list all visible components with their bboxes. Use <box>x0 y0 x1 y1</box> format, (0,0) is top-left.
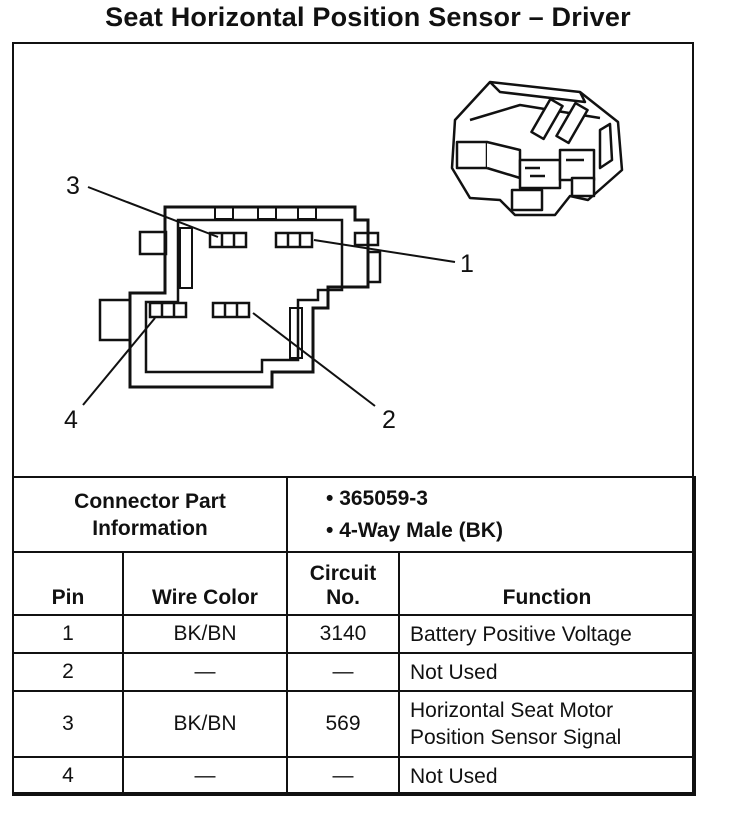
connector-part-label-line1: Connector Part <box>74 489 226 513</box>
table-row: 1 BK/BN 3140 Battery Positive Voltage <box>12 614 696 654</box>
header-function: Function <box>398 551 696 616</box>
function-cell: Not Used <box>398 756 696 796</box>
wire-color-cell: — <box>122 756 288 796</box>
wire-color-cell: BK/BN <box>122 614 288 654</box>
pin-cell: 2 <box>12 652 124 692</box>
table-row: 2 — — Not Used <box>12 652 696 692</box>
function-cell: Not Used <box>398 652 696 692</box>
connector-diagram: 1 2 3 4 <box>64 80 624 434</box>
pin-label-1: 1 <box>460 250 474 278</box>
connector-part-info-label: Connector Part Information <box>12 476 288 553</box>
connector-part-number: • 365059-3 <box>326 486 428 510</box>
diagram-title: Seat Horizontal Position Sensor – Driver <box>105 2 631 32</box>
function-cell: Battery Positive Voltage <box>398 614 696 654</box>
connector-part-info-row: Connector Part Information • 365059-3 • … <box>12 476 696 553</box>
connector-part-label-line2: Information <box>92 516 208 540</box>
connector-table: Connector Part Information • 365059-3 • … <box>12 476 696 796</box>
terminal-cavities <box>148 231 314 319</box>
pin-label-4: 4 <box>64 406 78 434</box>
connector-face <box>98 205 382 389</box>
circuit-cell: — <box>286 756 400 796</box>
leader-lines <box>82 186 456 407</box>
circuit-cell: 3140 <box>286 614 400 654</box>
table-row: 3 BK/BN 569 Horizontal Seat Motor Positi… <box>12 690 696 758</box>
header-wire-color: Wire Color <box>122 551 288 616</box>
wire-color-cell: — <box>122 652 288 692</box>
pin-cell: 4 <box>12 756 124 796</box>
table-row: 4 — — Not Used <box>12 756 696 796</box>
function-cell: Horizontal Seat Motor Position Sensor Si… <box>398 690 696 758</box>
wire-color-cell: BK/BN <box>122 690 288 758</box>
pin-label-2: 2 <box>382 406 396 434</box>
connector-isometric-illustration <box>450 80 624 217</box>
circuit-cell: — <box>286 652 400 692</box>
connector-description: • 4-Way Male (BK) <box>326 518 503 542</box>
connector-part-info-values: • 365059-3 • 4-Way Male (BK) <box>286 476 696 553</box>
pin-cell: 3 <box>12 690 124 758</box>
pin-label-3: 3 <box>66 172 80 200</box>
header-pin: Pin <box>12 551 124 616</box>
pin-cell: 1 <box>12 614 124 654</box>
header-circuit-no: Circuit No. <box>286 551 400 616</box>
table-header-row: Pin Wire Color Circuit No. Function <box>12 551 696 616</box>
circuit-cell: 569 <box>286 690 400 758</box>
